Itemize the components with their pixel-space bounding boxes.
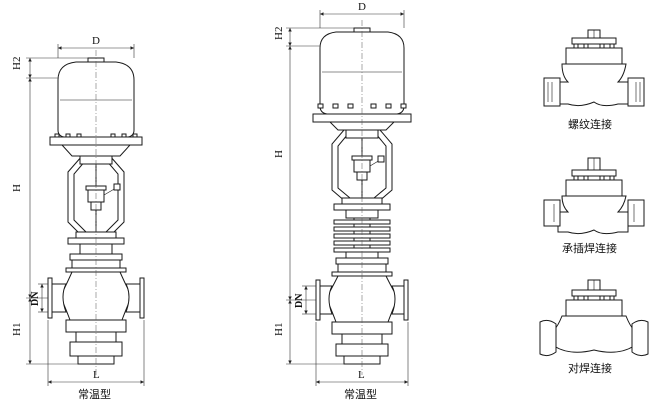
right-dim-l-label: L xyxy=(358,369,365,381)
left-dim-h1-label: H1 xyxy=(11,323,23,336)
right-dim-h1-label: H1 xyxy=(273,323,285,336)
left-valve-caption: 常温型 xyxy=(78,387,111,401)
butt-weld-connection-caption: 对焊连接 xyxy=(568,361,612,375)
butt-weld-connection xyxy=(539,279,649,357)
left-dim-h-label: H xyxy=(11,184,23,192)
right-dim-dn-label: DN xyxy=(294,293,305,308)
right-dim-h-label: H xyxy=(273,150,285,158)
left-valve: D H2 H DN H1 L 常温型 xyxy=(11,35,145,401)
butt-weld-flange-bolts xyxy=(573,295,615,301)
left-dim-h2-label: H2 xyxy=(11,57,23,70)
left-dim-d-label: D xyxy=(92,35,100,47)
right-dim-h2-label: H2 xyxy=(273,27,285,40)
right-valve-caption: 常温型 xyxy=(344,387,377,401)
right-dim-d-label: D xyxy=(358,1,366,13)
right-valve: D H2 H DN H1 L 常温型 xyxy=(273,1,412,401)
left-dim-dn-label: DN xyxy=(30,291,41,306)
left-actuator-bolts xyxy=(54,133,138,138)
right-actuator-bolts xyxy=(317,103,407,109)
socket-weld-connection-caption: 承插焊连接 xyxy=(562,241,617,255)
socket-weld-connection xyxy=(543,157,645,235)
threaded-connection xyxy=(543,29,645,107)
threaded-connection-caption: 螺纹连接 xyxy=(568,117,612,131)
threaded-flange-bolts xyxy=(573,43,615,49)
socket-weld-flange-bolts xyxy=(573,175,615,181)
left-dimensions xyxy=(26,44,145,386)
left-dim-l-label: L xyxy=(93,369,100,381)
right-dimensions xyxy=(286,10,409,386)
